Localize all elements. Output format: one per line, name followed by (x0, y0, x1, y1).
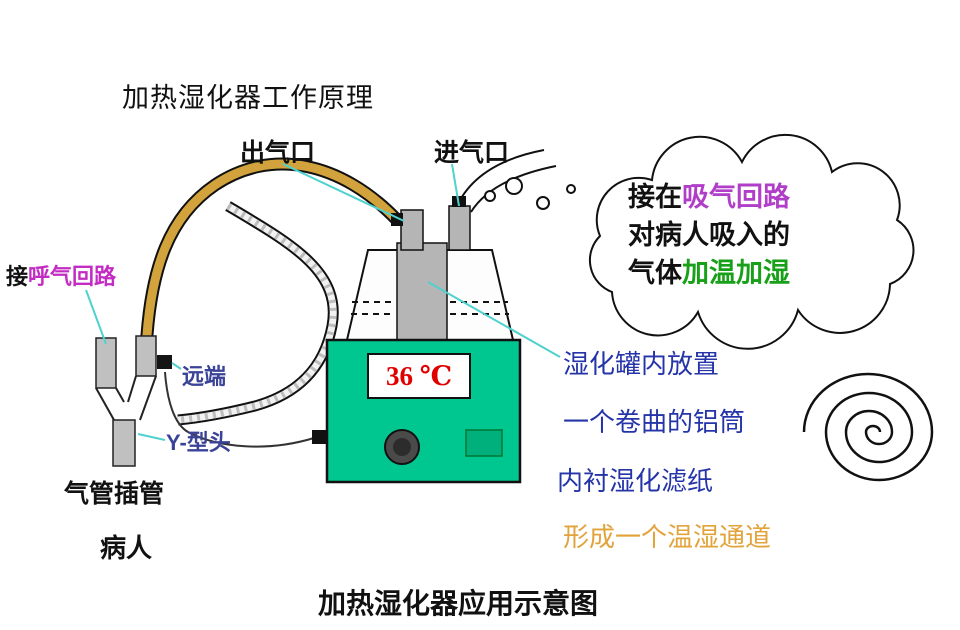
note-warm-humid-channel: 形成一个温湿通道 (563, 523, 772, 552)
callout-distal (171, 362, 182, 370)
corrugated-hose (177, 201, 339, 426)
inlet-label: 进气口 (434, 139, 510, 167)
temp-probe-marker (157, 355, 172, 369)
y-right-arm-tube (135, 335, 157, 377)
probe-cable (164, 371, 315, 448)
cloud-line3-highlight: 加温加湿 (682, 258, 790, 288)
cloud-line-3: 气体加温加湿 (628, 254, 790, 292)
distal-label: 远端 (182, 364, 227, 389)
patient-label: 病人 (100, 533, 153, 563)
callout-inlet (451, 163, 460, 207)
y-head-label: Y-型头 (166, 430, 231, 455)
note-chamber-placement: 湿化罐内放置 (563, 350, 720, 379)
callout-chamber-note (427, 281, 561, 358)
exhale-prefix: 接 (6, 264, 29, 289)
outlet-label: 出气口 (240, 139, 316, 167)
cloud-bubble (588, 133, 915, 350)
outlet-tube (400, 209, 424, 251)
y-connector (95, 375, 157, 421)
coil-spiral (802, 372, 934, 482)
exhale-main: 呼气回路 (28, 264, 117, 289)
aluminum-column (396, 242, 448, 341)
temperature-readout: 36 ℃ (385, 360, 453, 391)
bottom-caption: 加热湿化器应用示意图 (318, 588, 599, 619)
cloud-line-1: 接在吸气回路 (628, 178, 790, 216)
callout-outlet (282, 163, 405, 222)
cloud-line3-prefix: 气体 (628, 258, 682, 288)
callout-y-head (137, 433, 166, 441)
probe-port (312, 430, 328, 444)
inspiratory-hose (139, 157, 403, 343)
tracheal-tube-graphic (112, 419, 136, 467)
cloud-line1-highlight: 吸气回路 (682, 182, 790, 212)
power-button (465, 429, 503, 457)
cloud-line1-prefix: 接在 (628, 182, 682, 212)
note-filter-paper: 内衬湿化滤纸 (557, 467, 714, 496)
cloud-annotation: 接在吸气回路 对病人吸入的 气体加温加湿 (628, 178, 790, 292)
cloud-line-2: 对病人吸入的 (628, 220, 790, 250)
callout-exhale-circuit (85, 289, 107, 345)
inlet-tube (448, 205, 471, 251)
note-coiled-cylinder: 一个卷曲的铝筒 (563, 408, 746, 437)
water-level-lines (351, 301, 509, 315)
tracheal-tube-label: 气管插管 (64, 480, 165, 508)
control-knob-center (393, 438, 411, 456)
exhale-circuit-label: 接呼气回路 (6, 259, 116, 291)
diagram-title: 加热湿化器工作原理 (122, 83, 374, 113)
callout-lines (85, 163, 561, 441)
air-bubbles (484, 177, 576, 210)
temperature-display-frame (367, 353, 471, 399)
y-left-arm-tube (95, 337, 117, 389)
